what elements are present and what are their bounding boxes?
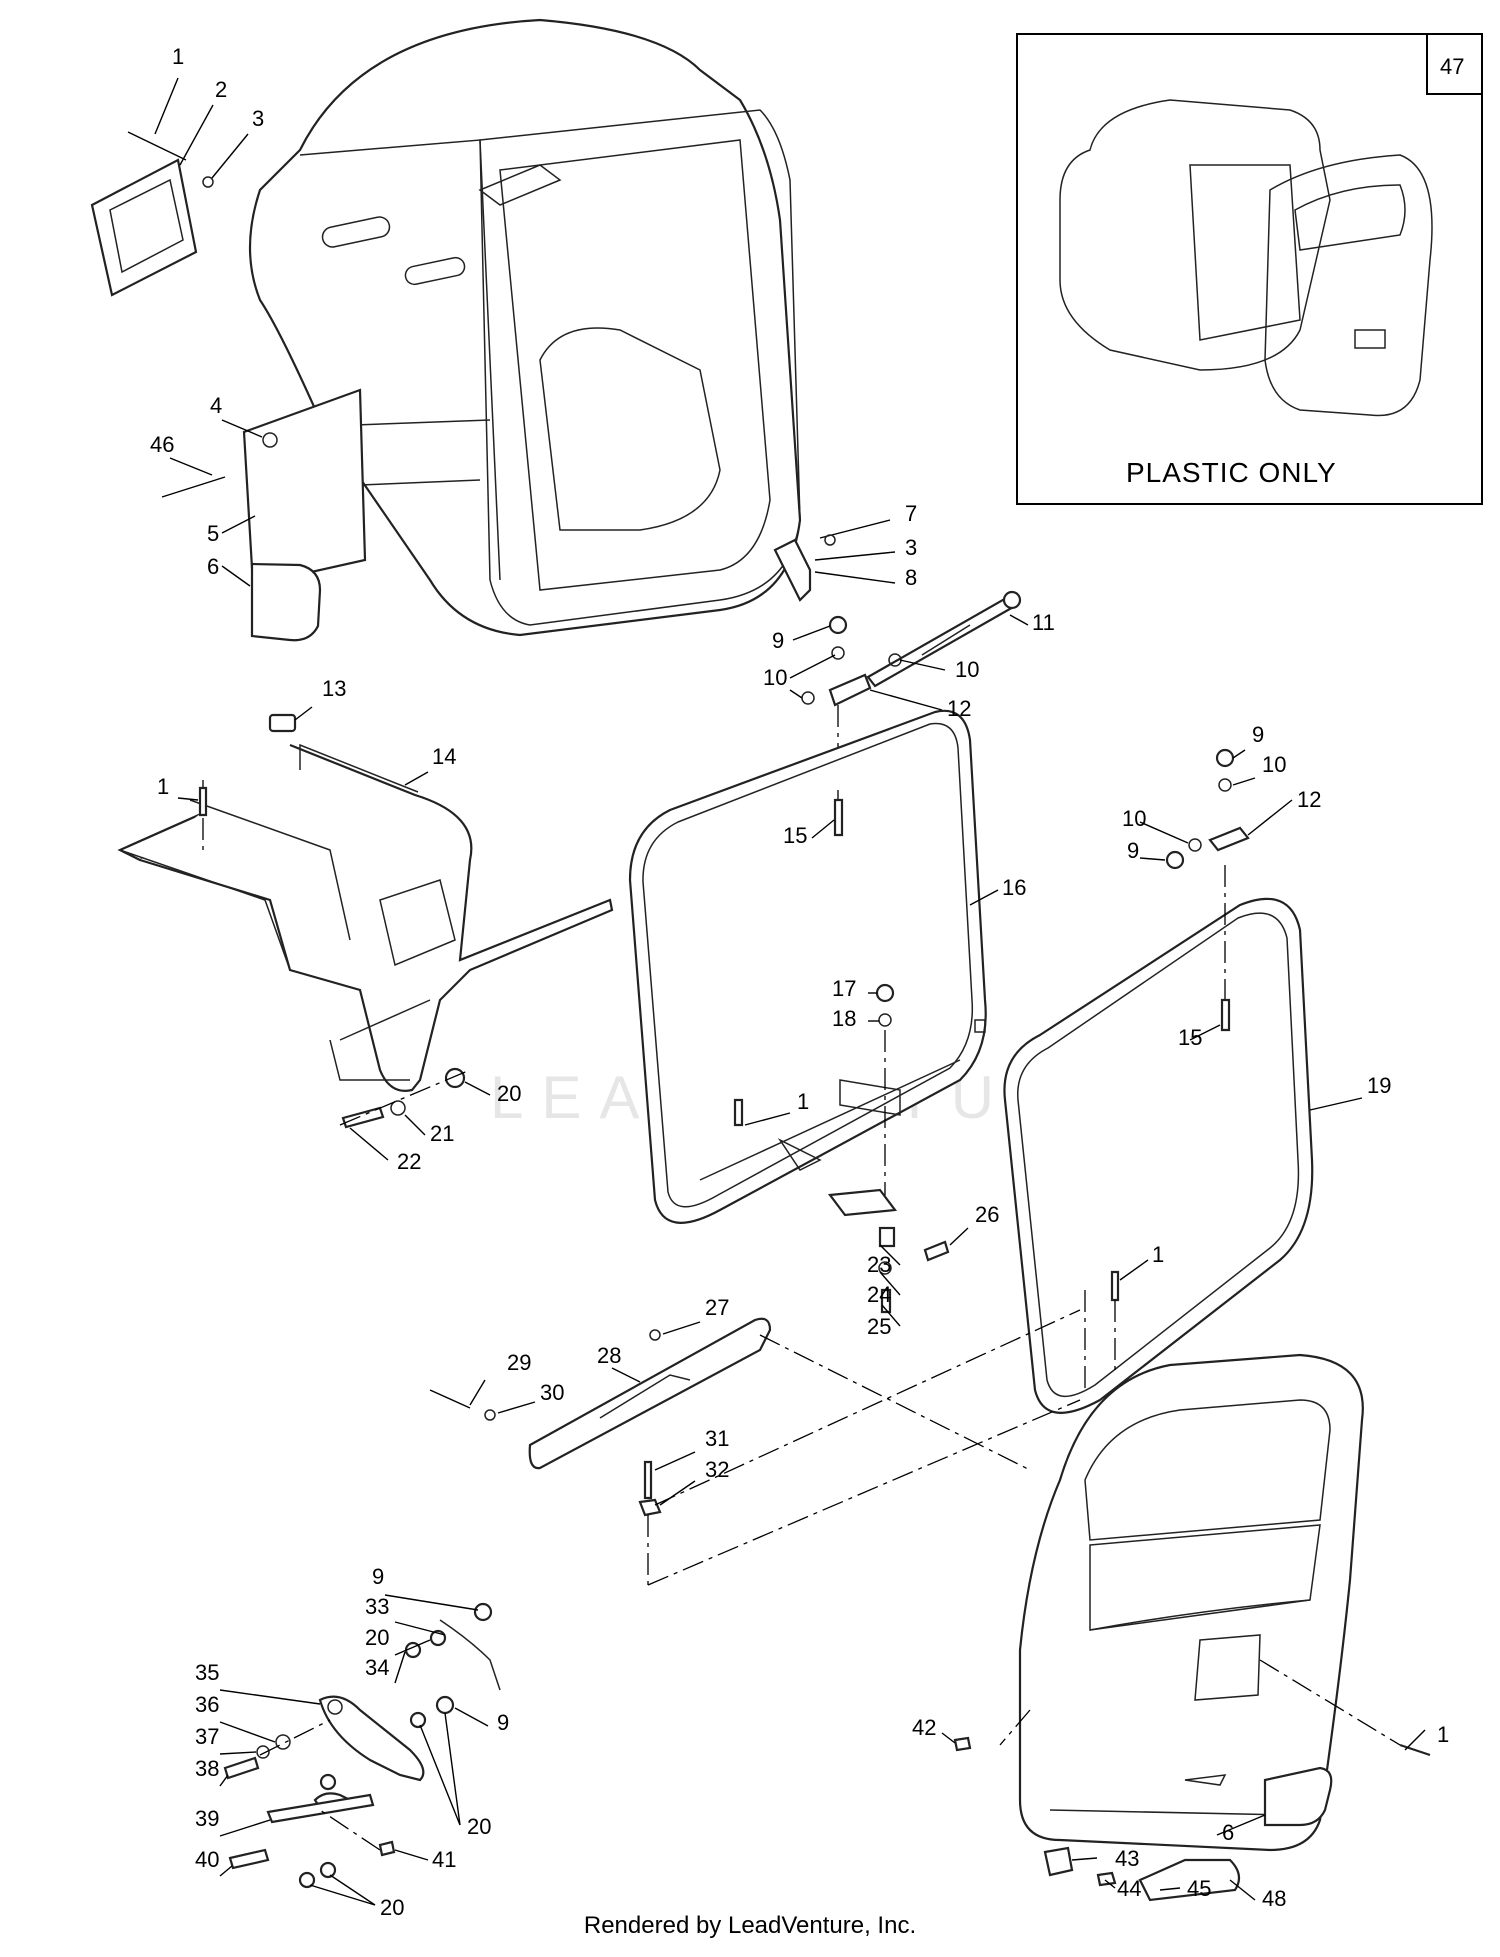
- callout-c43: 43: [1115, 1846, 1139, 1871]
- callout-c35: 35: [195, 1660, 219, 1685]
- callout-c15b: 15: [1178, 1025, 1202, 1050]
- callout-labels: 1234465673811910101213141159101012916171…: [150, 44, 1449, 1920]
- inset-caption: PLASTIC ONLY: [1126, 457, 1337, 488]
- callout-c20b: 20: [365, 1625, 389, 1650]
- callout-c37: 37: [195, 1724, 219, 1749]
- callout-c1d: 1: [1152, 1242, 1164, 1267]
- callout-c28: 28: [597, 1343, 621, 1368]
- callout-c24: 24: [867, 1282, 891, 1307]
- crossbar-group: [429, 1309, 1081, 1586]
- callout-c44: 44: [1117, 1876, 1141, 1901]
- callout-c1e: 1: [1437, 1722, 1449, 1747]
- callout-c2a: 2: [215, 77, 227, 102]
- inset-number: 47: [1440, 54, 1464, 79]
- callout-c10c: 10: [1262, 752, 1286, 777]
- callout-c30: 30: [540, 1380, 564, 1405]
- callout-c23: 23: [867, 1252, 891, 1277]
- callout-c8: 8: [905, 565, 917, 590]
- cab-body: [248, 18, 802, 637]
- callout-c16: 16: [1002, 875, 1026, 900]
- callout-c20c: 20: [467, 1814, 491, 1839]
- callout-c1a: 1: [172, 44, 184, 69]
- callout-c13: 13: [322, 676, 346, 701]
- callout-c9d: 9: [372, 1564, 384, 1589]
- callout-c40: 40: [195, 1847, 219, 1872]
- callout-c9e: 9: [497, 1710, 509, 1735]
- callout-c41: 41: [432, 1847, 456, 1872]
- callout-c29: 29: [507, 1350, 531, 1375]
- callout-c46: 46: [150, 432, 174, 457]
- callout-c12b: 12: [1297, 787, 1321, 812]
- callout-c34: 34: [365, 1655, 389, 1680]
- callout-c27: 27: [705, 1295, 729, 1320]
- callout-c10a: 10: [955, 657, 979, 682]
- callout-c21: 21: [430, 1121, 454, 1146]
- callout-c14: 14: [432, 744, 456, 769]
- frame-fastener-group: [339, 1067, 491, 1161]
- callout-c38: 38: [195, 1756, 219, 1781]
- lower-hinge-group: [827, 1188, 969, 1327]
- callout-c36: 36: [195, 1692, 219, 1717]
- callout-c1c: 1: [797, 1089, 809, 1114]
- callout-c22: 22: [397, 1149, 421, 1174]
- latch-assembly: [219, 1594, 501, 1906]
- callout-c17: 17: [832, 976, 856, 1001]
- callout-c6b: 6: [1222, 1820, 1234, 1845]
- callout-c31: 31: [705, 1426, 729, 1451]
- door-frame-right: [1003, 748, 1363, 1414]
- hinge-bracket-group: [773, 519, 896, 602]
- callout-c25: 25: [867, 1314, 891, 1339]
- callout-c3b: 3: [905, 535, 917, 560]
- callout-c9c: 9: [1127, 838, 1139, 863]
- base-frame: [117, 706, 614, 1092]
- callout-c32: 32: [705, 1457, 729, 1482]
- callout-c45: 45: [1187, 1876, 1211, 1901]
- inset-plastic-only: 47 PLASTIC ONLY: [1016, 33, 1483, 505]
- callout-c10d: 10: [1122, 806, 1146, 831]
- callout-c48: 48: [1262, 1886, 1286, 1911]
- exploded-parts-diagram: LEADVENTURE 47 PLASTIC ONLY: [90, 18, 1483, 1920]
- access-plate-group: [90, 77, 367, 642]
- callout-c15a: 15: [783, 823, 807, 848]
- callout-c3a: 3: [252, 106, 264, 131]
- callout-c12a: 12: [947, 696, 971, 721]
- callout-c20d: 20: [380, 1895, 404, 1920]
- callout-c20a: 20: [497, 1081, 521, 1106]
- callout-c9b: 9: [1252, 722, 1264, 747]
- callout-c33: 33: [365, 1594, 389, 1619]
- callout-c26: 26: [975, 1202, 999, 1227]
- door-frame-left: [628, 709, 999, 1224]
- callout-c1b: 1: [157, 774, 169, 799]
- callout-c42: 42: [912, 1715, 936, 1740]
- footer-credit: Rendered by LeadVenture, Inc.: [583, 1912, 917, 1939]
- callout-c6a: 6: [207, 554, 219, 579]
- callout-c9a: 9: [772, 628, 784, 653]
- lower-door-panel: [941, 1353, 1431, 1902]
- callout-c11: 11: [1032, 610, 1055, 635]
- callout-c4: 4: [210, 393, 222, 418]
- callout-c7: 7: [905, 501, 917, 526]
- callout-c10b: 10: [763, 665, 787, 690]
- callout-c39: 39: [195, 1806, 219, 1831]
- callout-c18: 18: [832, 1006, 856, 1031]
- callout-c19: 19: [1367, 1073, 1391, 1098]
- callout-c5: 5: [207, 521, 219, 546]
